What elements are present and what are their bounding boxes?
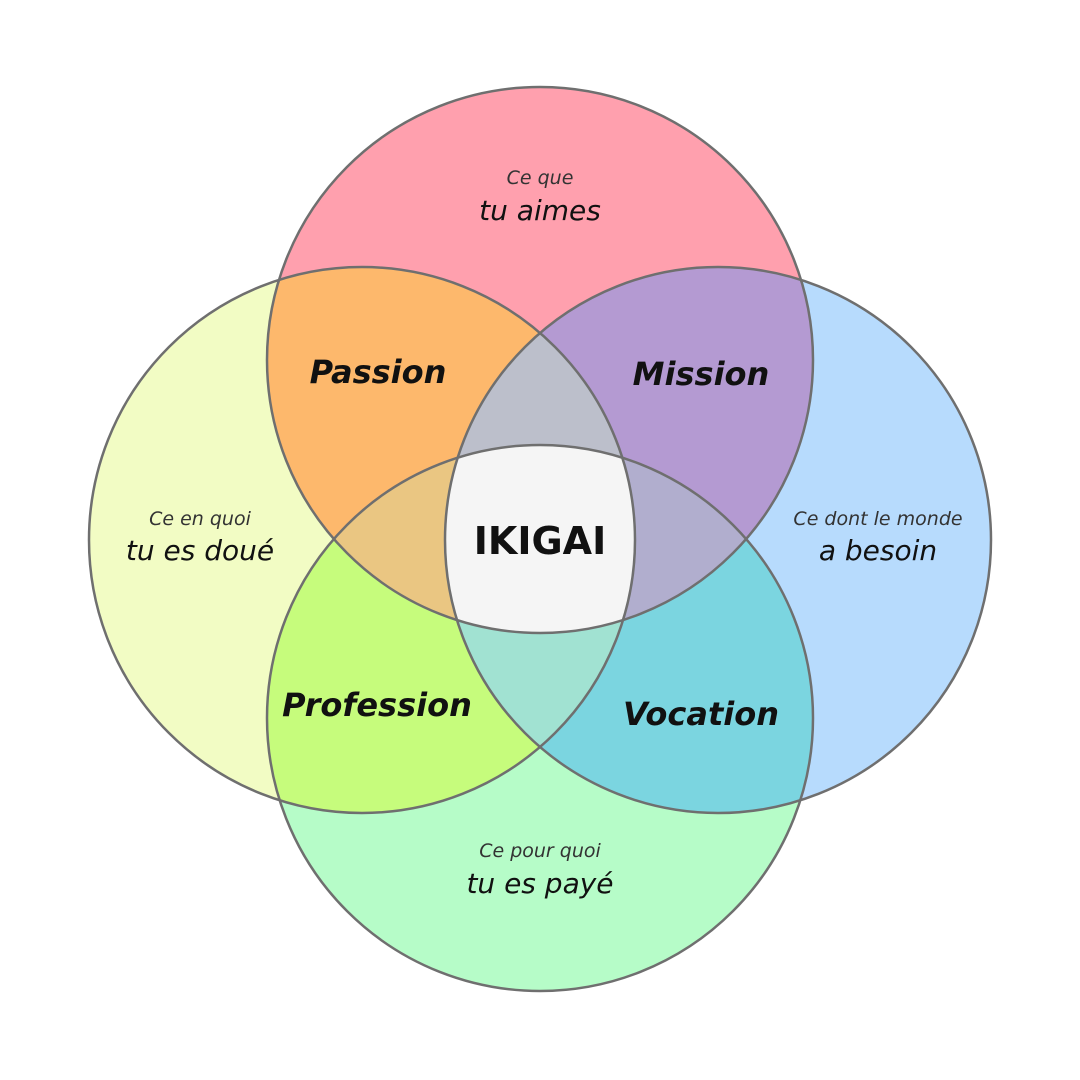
top-circle-caption: Ce que <box>507 167 574 189</box>
left-circle-title: tu es doué <box>126 534 274 567</box>
circle-right-outline <box>443 265 993 815</box>
circle-left-outline <box>87 265 637 815</box>
bottom-circle-caption: Ce pour quoi <box>479 840 601 862</box>
lobe-right-fill <box>445 445 813 633</box>
bottom-circle-title: tu es payé <box>466 867 613 900</box>
top-circle-title: tu aimes <box>479 194 601 227</box>
ikigai-center-label: IKIGAI <box>474 519 606 563</box>
passion-label: Passion <box>310 353 447 391</box>
vocation-label: Vocation <box>623 695 779 733</box>
lobe-left-fill <box>267 445 635 633</box>
right-circle-title: a besoin <box>819 534 937 567</box>
lobe-bottom-fill <box>445 445 635 813</box>
circle-bottom-outline <box>265 443 815 993</box>
circle-top-outline <box>265 85 815 635</box>
right-circle-caption: Ce dont le monde <box>793 508 962 530</box>
left-circle-caption: Ce en quoi <box>149 508 251 530</box>
mission-label: Mission <box>633 355 770 393</box>
profession-label: Profession <box>282 686 472 724</box>
lobe-top-fill <box>445 267 635 633</box>
